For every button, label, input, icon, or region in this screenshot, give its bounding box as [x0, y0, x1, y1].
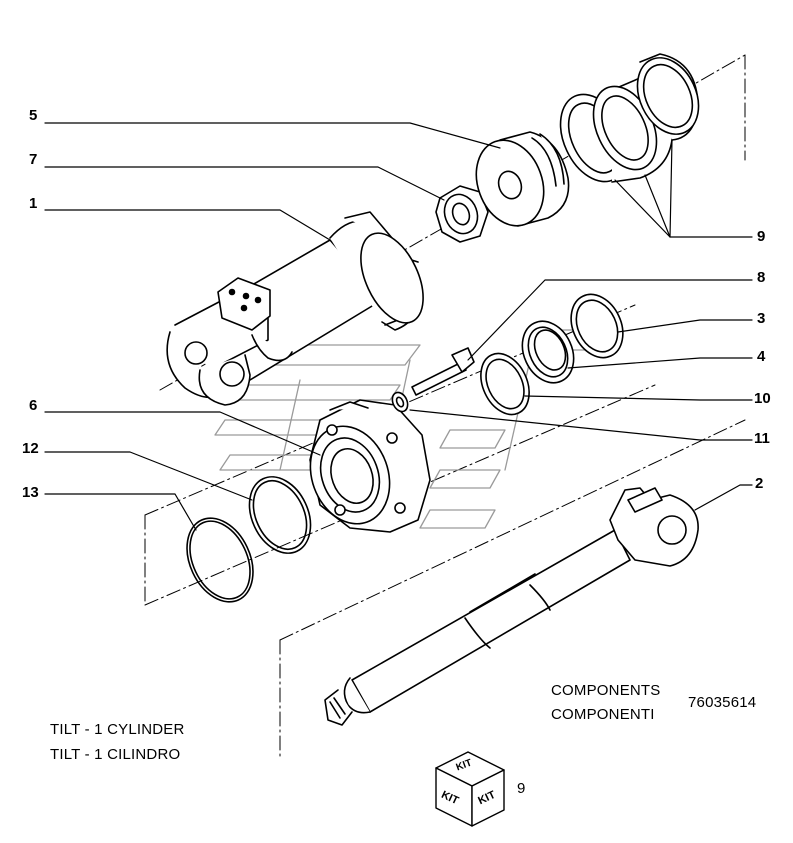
seal-kit-rings-top [559, 53, 700, 183]
callout-3: 3 [757, 310, 766, 327]
callout-10: 10 [754, 390, 771, 407]
cylinder-head [309, 399, 431, 533]
callout-9-top: 9 [757, 228, 766, 245]
callout-13: 13 [22, 484, 39, 501]
kit-box-icon [435, 751, 505, 827]
callout-1: 1 [29, 195, 38, 212]
callout-7: 7 [29, 151, 38, 168]
ring-3 [570, 293, 624, 359]
callout-8: 8 [757, 269, 766, 286]
kit-number: 9 [517, 780, 526, 797]
title-it: TILT - 1 CILINDRO [50, 746, 181, 763]
title-en: TILT - 1 CYLINDER [50, 721, 185, 738]
leader-lines [44, 122, 753, 531]
nut [435, 185, 489, 243]
callout-6: 6 [29, 397, 38, 414]
piston-rod [324, 487, 699, 726]
callout-2: 2 [755, 475, 764, 492]
cylinder-barrel [166, 211, 424, 406]
ring-10 [480, 352, 530, 416]
components-label-it: COMPONENTI [551, 706, 655, 723]
components-label-en: COMPONENTS [551, 682, 661, 699]
piston [475, 131, 570, 227]
bolt [411, 347, 475, 396]
small-washer [391, 391, 409, 413]
callout-4: 4 [757, 348, 766, 365]
callout-11: 11 [754, 430, 770, 447]
o-ring-13 [186, 517, 254, 603]
o-ring-12 [248, 476, 312, 554]
ring-4 [521, 320, 575, 384]
callout-12: 12 [22, 440, 39, 457]
part-number: 76035614 [688, 694, 757, 711]
callout-5: 5 [29, 107, 38, 124]
